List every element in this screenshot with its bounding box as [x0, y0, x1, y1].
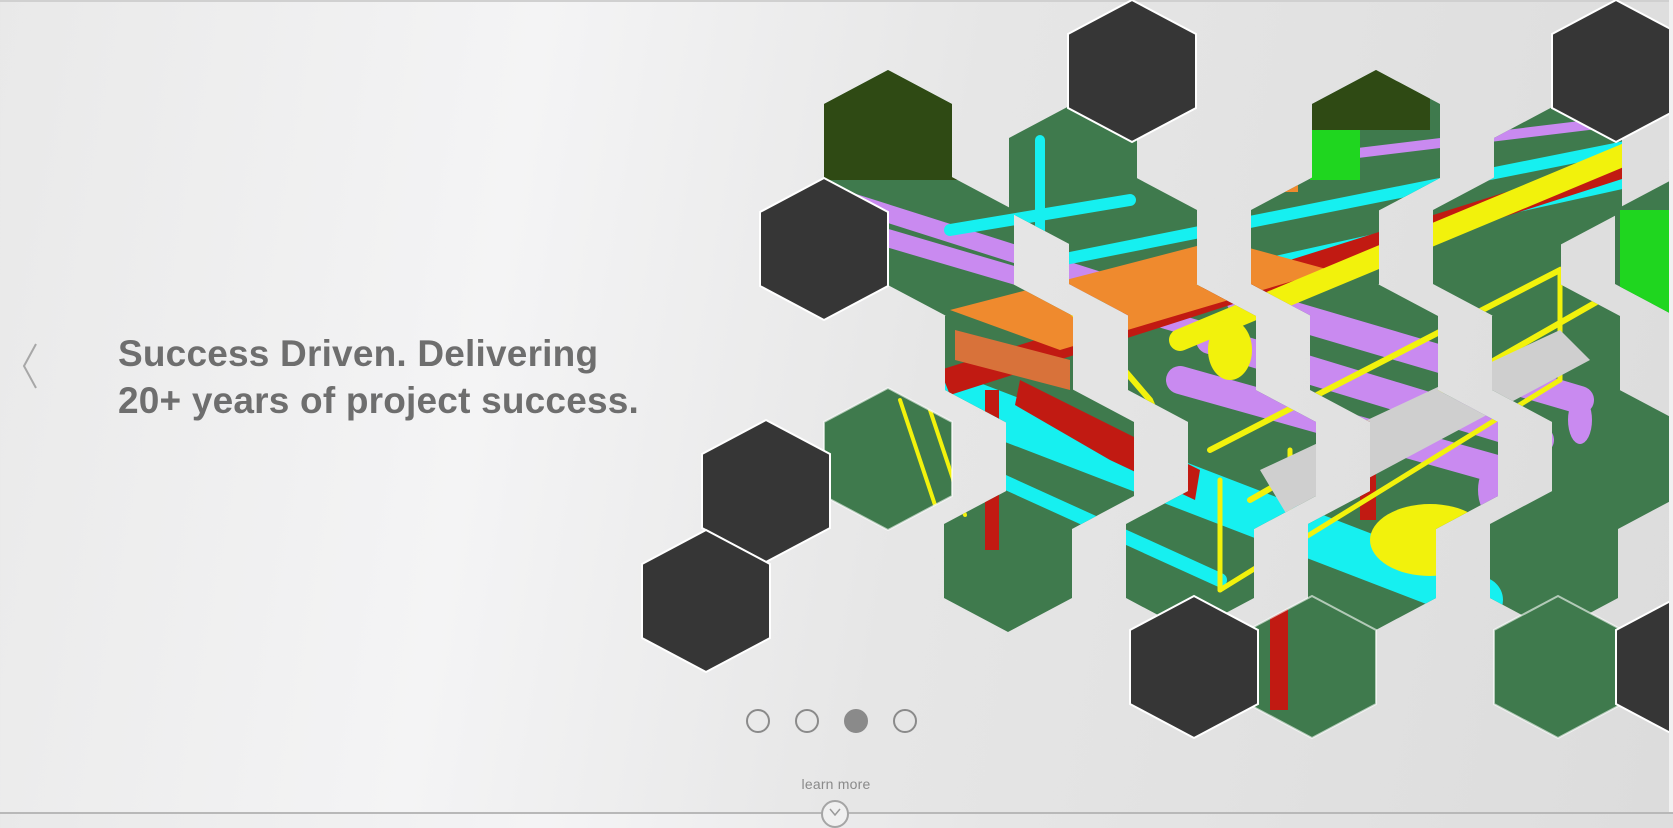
hero-headline-line-1: Success Driven. Delivering — [118, 333, 599, 374]
top-border — [0, 0, 1673, 2]
right-edge — [1669, 0, 1673, 814]
carousel-dot-1[interactable] — [746, 709, 770, 733]
carousel-dot-3[interactable] — [844, 709, 868, 733]
previous-slide-button[interactable] — [18, 340, 42, 392]
carousel-dot-4[interactable] — [893, 709, 917, 733]
carousel-pagination — [746, 709, 922, 735]
chevron-down-icon — [829, 808, 841, 816]
hero-headline-line-2: 20+ years of project success. — [118, 380, 640, 421]
learn-more-link[interactable]: learn more — [801, 776, 871, 792]
hero-headline: Success Driven. Delivering 20+ years of … — [118, 330, 718, 424]
carousel-dot-2[interactable] — [795, 709, 819, 733]
learn-more-button[interactable] — [821, 800, 849, 828]
chevron-left-icon — [22, 343, 37, 389]
